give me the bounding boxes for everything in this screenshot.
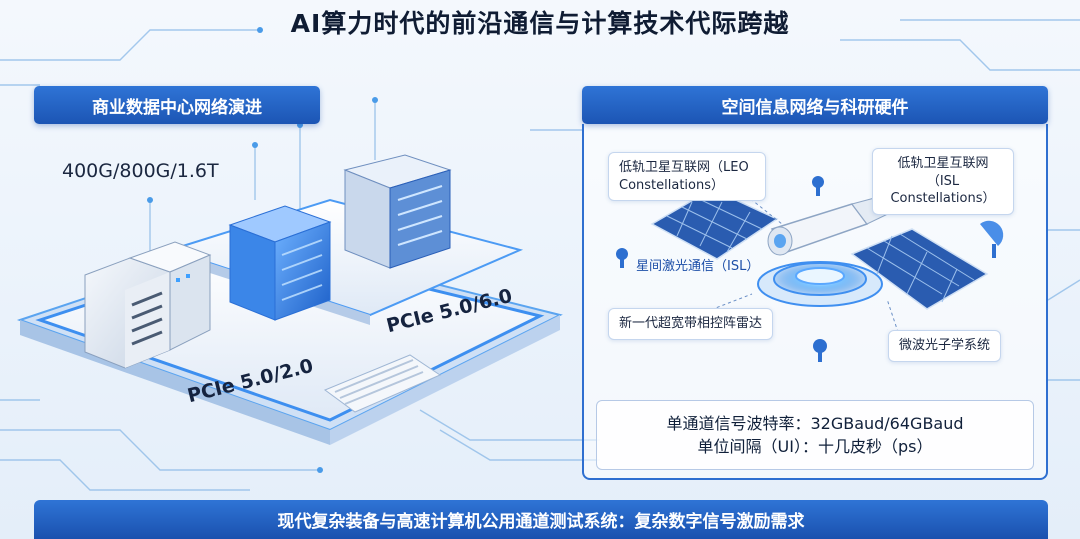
server-tower bbox=[343, 154, 452, 269]
signal-spec-box: 单通道信号波特率：32GBaud/64GBaud 单位间隔（UI）：十几皮秒（p… bbox=[596, 400, 1034, 470]
laser-communication-label: 星间激光通信（ISL） bbox=[636, 259, 760, 274]
network-speeds: 400G/800G/1.6T bbox=[62, 160, 219, 182]
ribbon-connector bbox=[323, 354, 442, 413]
solar-panel-left bbox=[650, 188, 779, 260]
ground-station-rings bbox=[757, 261, 883, 307]
footer-banner: 现代复杂装备与高速计算机公用通道测试系统：复杂数字信号激励需求 bbox=[34, 500, 1048, 539]
satellite-illustration bbox=[616, 173, 1004, 362]
unit-interval-text: 单位间隔（UI）：十几皮秒（ps） bbox=[697, 437, 933, 456]
page-title: AI算力时代的前沿通信与计算技术代际跨越 bbox=[290, 9, 790, 38]
left-panel-heading: 商业数据中心网络演进 bbox=[34, 86, 320, 124]
solar-panel-right bbox=[850, 228, 989, 310]
leo-constellation-label: 低轨卫星互联网（LEO Constellations） bbox=[608, 152, 766, 202]
microwave-photonics-label: 微波光子学系统 bbox=[888, 330, 1002, 362]
baud-rate-text: 单通道信号波特率：32GBaud/64GBaud bbox=[666, 413, 964, 433]
phased-array-radar-label: 新一代超宽带相控阵雷达 bbox=[608, 308, 774, 340]
server-rack-gray bbox=[84, 241, 212, 369]
antenna-icons bbox=[616, 176, 1004, 362]
isl-constellation-label: 低轨卫星互联网（ISL Constellations） bbox=[872, 148, 1014, 215]
right-panel-heading: 空间信息网络与科研硬件 bbox=[582, 86, 1048, 124]
datacenter-illustration bbox=[16, 154, 563, 445]
server-rack-blue bbox=[228, 205, 332, 321]
